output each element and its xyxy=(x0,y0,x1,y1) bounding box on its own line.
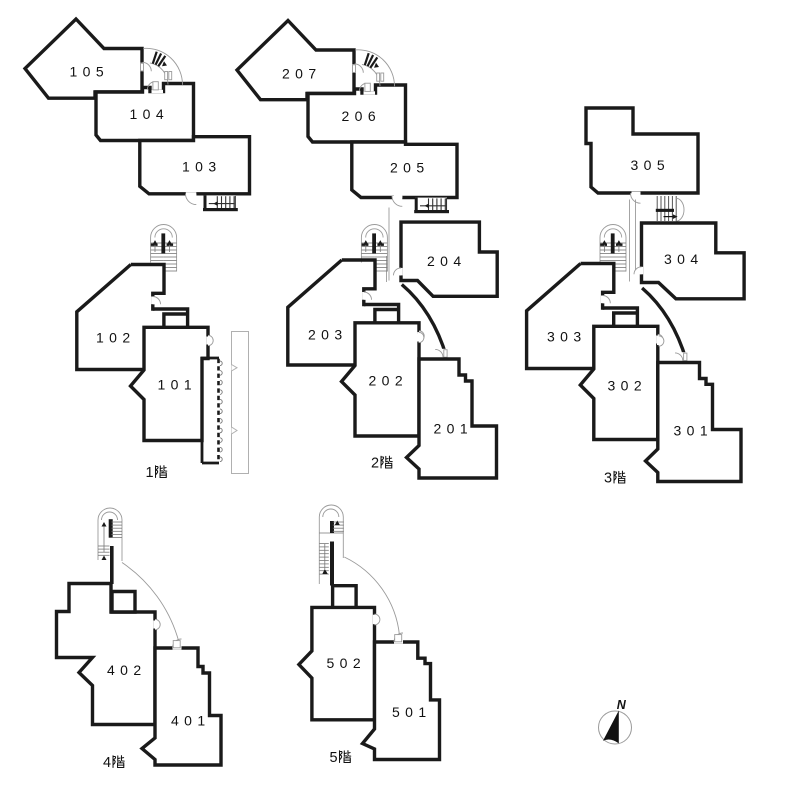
svg-text:502: 502 xyxy=(327,655,367,671)
svg-text:304: 304 xyxy=(664,251,704,267)
svg-text:1: 1 xyxy=(146,465,154,481)
svg-text:103: 103 xyxy=(182,159,222,175)
svg-text:202: 202 xyxy=(369,373,409,389)
svg-text:102: 102 xyxy=(96,330,136,346)
svg-text:401: 401 xyxy=(171,713,211,729)
svg-text:105: 105 xyxy=(70,64,110,80)
svg-text:207: 207 xyxy=(282,66,322,82)
svg-text:305: 305 xyxy=(631,157,671,173)
svg-text:N: N xyxy=(617,698,627,712)
svg-text:101: 101 xyxy=(158,377,198,393)
svg-text:4: 4 xyxy=(103,755,111,771)
svg-text:5: 5 xyxy=(330,750,338,766)
svg-text:206: 206 xyxy=(342,108,382,124)
svg-text:104: 104 xyxy=(130,106,170,122)
svg-text:204: 204 xyxy=(427,253,467,269)
svg-text:3: 3 xyxy=(604,471,612,487)
svg-text:501: 501 xyxy=(392,704,432,720)
svg-text:2: 2 xyxy=(371,456,379,472)
svg-text:205: 205 xyxy=(390,160,430,176)
svg-text:201: 201 xyxy=(434,421,474,437)
svg-text:303: 303 xyxy=(547,329,587,345)
svg-text:203: 203 xyxy=(308,327,348,343)
svg-text:301: 301 xyxy=(674,423,714,439)
svg-text:302: 302 xyxy=(608,378,648,394)
svg-text:402: 402 xyxy=(107,662,147,678)
